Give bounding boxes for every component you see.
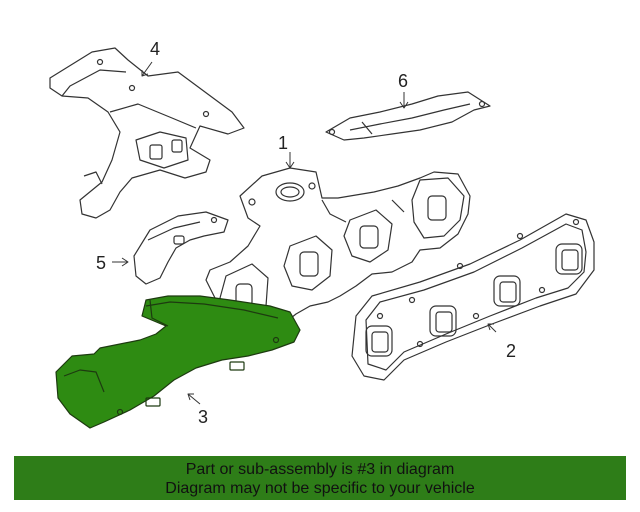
- banner-line-part: Part or sub-assembly is #3 in diagram: [185, 461, 455, 478]
- part-5-side-heat-shield: [133, 211, 229, 285]
- part-4-upper-heat-shield: [49, 47, 245, 219]
- callout-3: 3: [198, 407, 209, 427]
- callout-5: 5: [96, 253, 107, 273]
- callout-1: 1: [278, 133, 289, 153]
- callout-4: 4: [150, 39, 161, 59]
- callout-6: 6: [398, 71, 409, 91]
- exploded-parts-diagram: [49, 47, 595, 429]
- part-3-lower-heat-shield: [55, 295, 301, 429]
- callout-2: 2: [506, 341, 517, 361]
- part-info-banner: Part or sub-assembly is #3 in diagram Di…: [14, 456, 626, 500]
- banner-line-disclaimer: Diagram may not be specific to your vehi…: [165, 480, 475, 497]
- part-2-manifold-gasket: [351, 213, 595, 381]
- part-6-small-heat-shield: [325, 91, 491, 141]
- callout-leaders: [112, 61, 497, 405]
